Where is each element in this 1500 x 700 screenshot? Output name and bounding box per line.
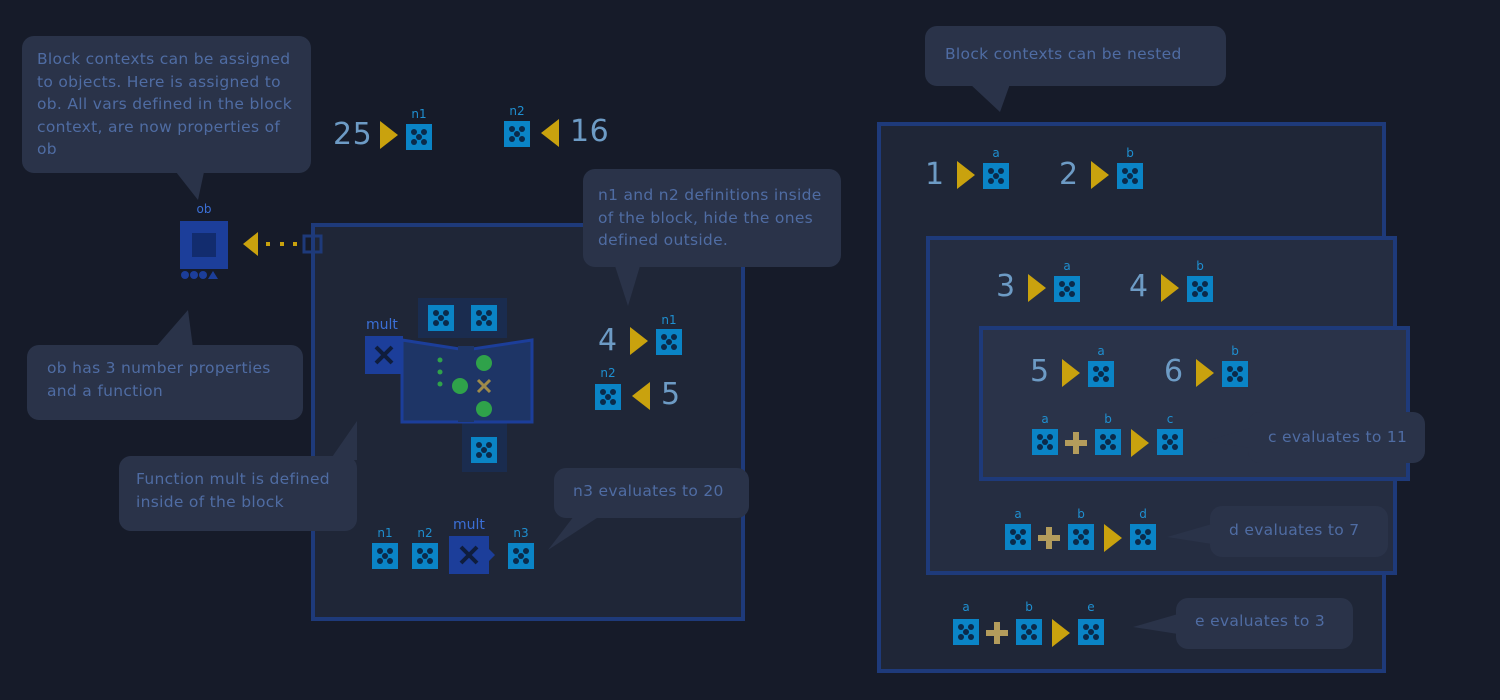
assign-left-arrow-icon (632, 382, 650, 410)
object-icon (180, 221, 228, 279)
bubble-e-evaluates: e evaluates to 3 (1176, 598, 1353, 649)
function-label: mult (453, 517, 485, 533)
bubble-ob-properties: ob has 3 number properties and a functio… (27, 345, 303, 420)
assign-right-arrow-icon (1104, 524, 1122, 552)
assign-left-arrow-icon (541, 119, 559, 147)
variable-label: n2 (417, 526, 433, 540)
bubble-text: e evaluates to 3 (1195, 612, 1326, 630)
variable-icon (428, 305, 454, 331)
bubble-nested-contexts: Block contexts can be nested (925, 26, 1226, 86)
number-value: 5 (661, 377, 681, 412)
variable-label: b (1196, 259, 1204, 273)
variable-icon (1117, 163, 1143, 189)
bubble-text: d evaluates to 7 (1229, 521, 1360, 539)
variable-icon (983, 163, 1009, 189)
variable-icon (406, 124, 432, 150)
variable-label: n1 (377, 526, 393, 540)
bubble-n3-evaluates: n3 evaluates to 20 (554, 468, 749, 518)
assign-right-arrow-icon (1161, 274, 1179, 302)
variable-icon (1130, 524, 1156, 550)
object-label: ob (196, 202, 212, 216)
assign-right-arrow-icon (1052, 619, 1070, 647)
variable-icon (471, 437, 497, 463)
assign-right-arrow-icon (1062, 359, 1080, 387)
variable-label: n1 (411, 107, 427, 121)
assign-right-arrow-icon (957, 161, 975, 189)
variable-icon (1187, 276, 1213, 302)
variable-icon (372, 543, 398, 569)
variable-icon (1068, 524, 1094, 550)
number-value: 5 (1030, 354, 1050, 389)
variable-label: a (962, 600, 970, 614)
bubble-text: n3 evaluates to 20 (573, 482, 724, 500)
variable-icon (412, 543, 438, 569)
number-value: 25 (333, 117, 373, 152)
variable-label: b (1104, 412, 1112, 426)
variable-icon (1054, 276, 1080, 302)
assign-right-arrow-icon (1091, 161, 1109, 189)
bubble-text: Block contexts can be nested (945, 45, 1182, 63)
plus-icon (986, 622, 1008, 644)
bubble-text: Function mult is defined inside of the b… (136, 470, 330, 511)
variable-icon (1157, 429, 1183, 455)
variable-icon (595, 384, 621, 410)
assign-right-arrow-icon (1131, 429, 1149, 457)
bubble-c-evaluates: c evaluates to 11 (1248, 412, 1425, 463)
assign-left-arrow-icon (243, 232, 323, 256)
bubble-function-mult: Function mult is defined inside of the b… (119, 456, 357, 531)
number-value: 16 (570, 114, 610, 149)
bubble-block-assigned-to-object: Block contexts can be assigned to object… (22, 36, 311, 173)
assign-right-arrow-icon (630, 327, 648, 355)
bubble-text: n1 and n2 definitions inside of the bloc… (598, 186, 822, 249)
variable-label: b (1077, 507, 1085, 521)
variable-label: n1 (661, 313, 677, 327)
variable-label: a (992, 146, 1000, 160)
variable-label: d (1139, 507, 1147, 521)
variable-label: a (1041, 412, 1049, 426)
variable-label: a (1097, 344, 1105, 358)
number-value: 3 (996, 269, 1016, 304)
variable-icon (953, 619, 979, 645)
multiply-icon (449, 536, 495, 574)
variable-icon (1078, 619, 1104, 645)
variable-label: a (1063, 259, 1071, 273)
bubble-text: Block contexts can be assigned to object… (37, 50, 293, 158)
assign-right-arrow-icon (380, 121, 398, 149)
variable-icon (1005, 524, 1031, 550)
function-label: mult (366, 317, 398, 333)
variable-label: b (1025, 600, 1033, 614)
assign-right-arrow-icon (1196, 359, 1214, 387)
variable-label: c (1166, 412, 1174, 426)
plus-icon (1065, 432, 1087, 454)
variable-icon (471, 305, 497, 331)
variable-label: b (1126, 146, 1134, 160)
number-value: 6 (1164, 354, 1184, 389)
variable-icon (504, 121, 530, 147)
variable-label: n2 (509, 104, 525, 118)
variable-label: a (1014, 507, 1022, 521)
bubble-definitions-hide: n1 and n2 definitions inside of the bloc… (583, 169, 841, 267)
bubble-text: c evaluates to 11 (1268, 428, 1408, 446)
plus-icon (1038, 527, 1060, 549)
variable-icon (1095, 429, 1121, 455)
number-value: 2 (1059, 157, 1079, 192)
variable-icon (656, 329, 682, 355)
variable-icon (1016, 619, 1042, 645)
variable-icon (1088, 361, 1114, 387)
bubble-text: ob has 3 number properties and a functio… (47, 359, 271, 400)
variable-icon (508, 543, 534, 569)
number-value: 4 (598, 323, 618, 358)
variable-icon (1032, 429, 1058, 455)
variable-label: e (1087, 600, 1095, 614)
number-value: 4 (1129, 269, 1149, 304)
variable-label: n3 (513, 526, 529, 540)
variable-icon (1222, 361, 1248, 387)
number-value: 1 (925, 157, 945, 192)
variable-label: n2 (600, 366, 616, 380)
bubble-d-evaluates: d evaluates to 7 (1210, 506, 1388, 557)
variable-label: b (1231, 344, 1239, 358)
assign-right-arrow-icon (1028, 274, 1046, 302)
